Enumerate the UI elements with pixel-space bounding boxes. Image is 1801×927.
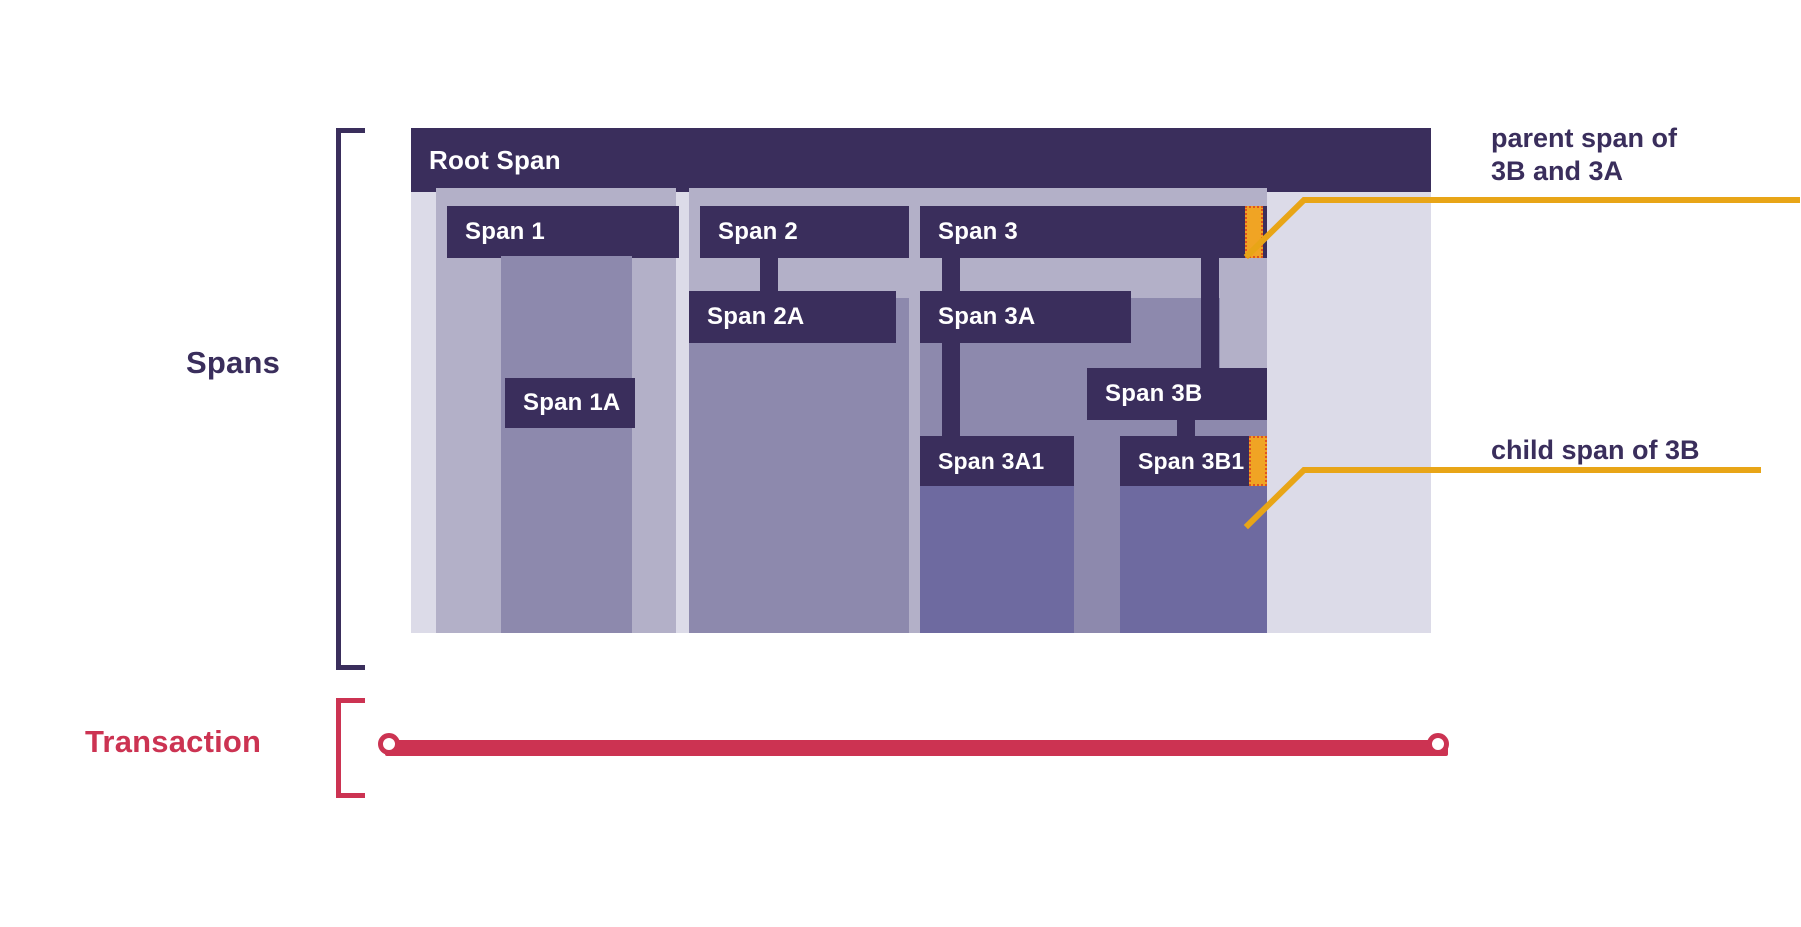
root-span-label: Root Span bbox=[429, 144, 561, 175]
span3-label: Span 3 bbox=[938, 218, 1018, 245]
span3-bar[interactable]: Span 3 bbox=[920, 206, 1267, 258]
span3a1-bar[interactable]: Span 3A1 bbox=[920, 436, 1074, 486]
span2-label: Span 2 bbox=[718, 218, 798, 245]
stem-span3-to-span3b bbox=[1201, 252, 1219, 382]
spans-bracket bbox=[336, 128, 365, 670]
span3a-bar[interactable]: Span 3A bbox=[920, 291, 1131, 343]
span1-bar[interactable]: Span 1 bbox=[447, 206, 679, 258]
span3a-label: Span 3A bbox=[938, 303, 1036, 330]
parent-callout-leader-line bbox=[1243, 197, 1800, 260]
transaction-bracket bbox=[336, 698, 365, 798]
span3b1-bar[interactable]: Span 3B1 bbox=[1120, 436, 1267, 486]
span3b-label: Span 3B bbox=[1105, 380, 1203, 407]
transaction-section-label: Transaction bbox=[85, 724, 262, 759]
child-span-callout-text: child span of 3B bbox=[1491, 435, 1700, 465]
span1a-label: Span 1A bbox=[523, 389, 621, 416]
span2a-body bbox=[689, 298, 916, 633]
child-span-highlight-marker[interactable] bbox=[1249, 436, 1267, 486]
span2a-bar[interactable]: Span 2A bbox=[689, 291, 896, 343]
span1a-body bbox=[501, 256, 632, 633]
transaction-end-node[interactable] bbox=[1427, 733, 1449, 755]
span1a-bar[interactable]: Span 1A bbox=[505, 378, 635, 428]
parent-span-callout-text: parent span of 3B and 3A bbox=[1491, 123, 1678, 187]
span3b-bar[interactable]: Span 3B bbox=[1087, 368, 1267, 420]
spans-section-label: Spans bbox=[186, 345, 281, 380]
child-callout-leader-line bbox=[1243, 467, 1761, 530]
root-span-bar[interactable]: Root Span bbox=[411, 128, 1431, 192]
stem-span3a-to-span3a1 bbox=[942, 337, 960, 457]
span3a1-label: Span 3A1 bbox=[938, 447, 1045, 474]
span2-bar[interactable]: Span 2 bbox=[700, 206, 916, 258]
span3b1-label: Span 3B1 bbox=[1138, 447, 1245, 474]
span2a-label: Span 2A bbox=[707, 303, 805, 330]
spans-canvas: Root Span Span 1 Span 1A Span 2 Span 2A … bbox=[411, 128, 1431, 656]
span1-label: Span 1 bbox=[465, 218, 545, 245]
transaction-duration-bar[interactable] bbox=[385, 740, 1448, 756]
transaction-start-node[interactable] bbox=[378, 733, 400, 755]
